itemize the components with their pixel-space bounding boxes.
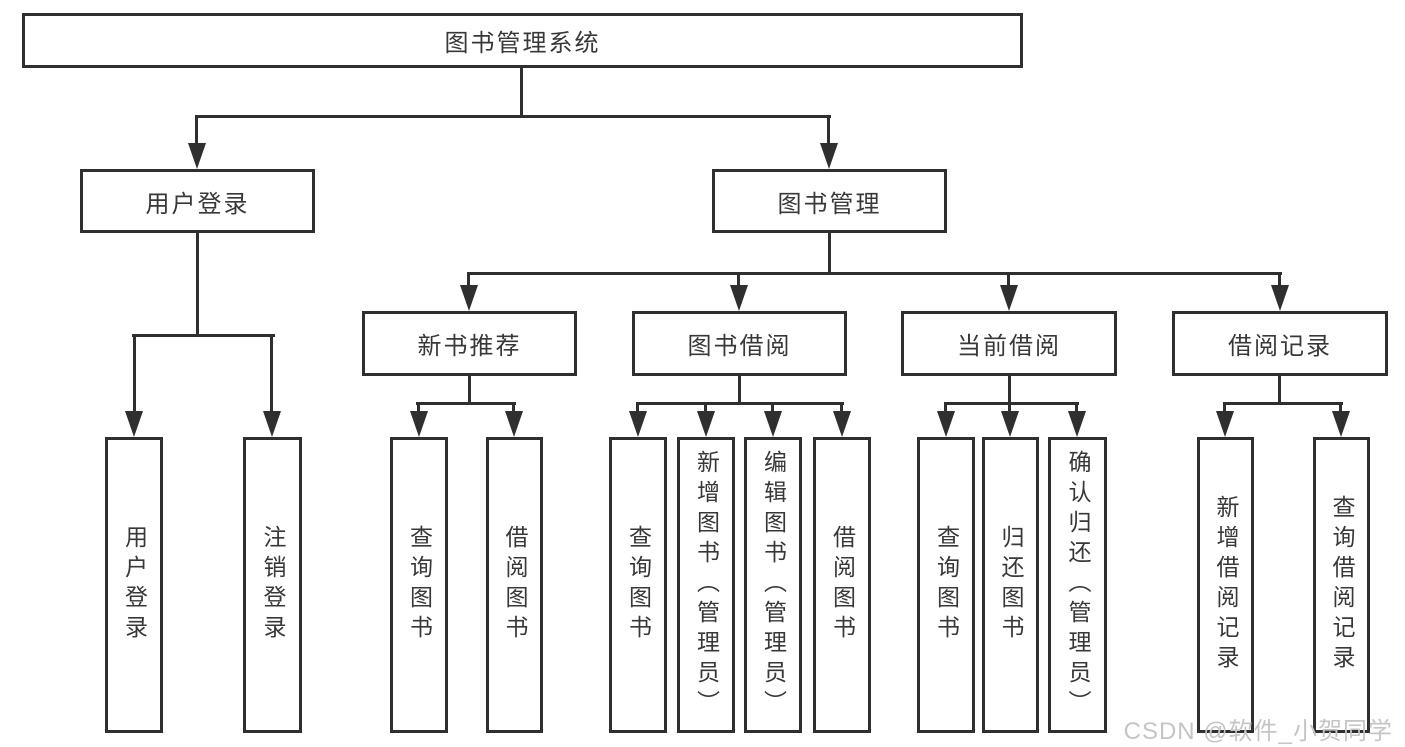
arrowhead [937,411,955,437]
connector-stem [704,402,707,414]
arrowhead [505,411,523,437]
node-leaf-current-query-label: 查询图书 [933,525,960,645]
connector-vline [738,376,741,404]
arrowhead [697,411,715,437]
arrowhead [820,143,838,169]
node-leaf-borrow-borrow: 借阅图书 [813,437,871,733]
arrowhead [764,411,782,437]
arrowhead [629,411,647,437]
node-leaf-borrow-borrow-label: 借阅图书 [829,525,856,645]
node-leaf-current-confirm: 确认归还（管理员） [1048,437,1107,733]
node-borrow-records: 借阅记录 [1172,311,1388,376]
node-root: 图书管理系统 [22,13,1023,68]
connector-stem [270,334,273,414]
arrowhead [410,411,428,437]
connector-stem [1008,402,1011,414]
connector-stem [417,402,420,414]
connector-stem [133,334,136,414]
node-leaf-current-query: 查询图书 [917,437,975,733]
node-leaf-record-add-label: 新增借阅记录 [1213,495,1239,675]
node-leaf-borrow-edit: 编辑图书（管理员） [744,437,802,733]
connector-stem [1278,272,1281,287]
connector-stem [1223,402,1226,414]
connector-hline [416,402,516,405]
node-leaf-newbook-borrow-label: 借阅图书 [502,525,528,645]
connector-vline [468,376,471,404]
node-leaf-logout: 注销登录 [243,437,302,733]
arrowhead [1216,411,1234,437]
arrowhead [1332,411,1350,437]
connector-stem [737,272,740,287]
connector-vline [196,233,199,336]
node-book-borrow-label: 图书借阅 [687,333,792,360]
node-new-book-recommend: 新书推荐 [362,311,577,376]
connector-stem [944,402,947,414]
watermark: CSDN @软件_小贺同学 [1123,718,1393,745]
arrowhead [1068,411,1086,437]
node-leaf-newbook-query: 查询图书 [390,437,448,733]
connector-stem [1007,272,1010,287]
arrowhead [833,411,851,437]
node-user-login: 用户登录 [80,169,315,233]
node-user-login-label: 用户登录 [145,190,250,218]
node-leaf-logout-label: 注销登录 [260,525,286,645]
node-current-borrow: 当前借阅 [901,311,1117,376]
connector-stem [636,402,639,414]
connector-vline [828,233,831,274]
arrowhead [1001,411,1019,437]
connector-hline [636,402,844,405]
connector-stem [195,115,198,145]
node-current-borrow-label: 当前借阅 [957,333,1061,360]
connector-stem [840,402,843,414]
connector-stem [1075,402,1078,414]
node-leaf-current-return: 归还图书 [982,437,1039,733]
node-leaf-borrow-edit-label: 编辑图书（管理员） [760,450,787,720]
node-leaf-newbook-query-label: 查询图书 [406,525,433,645]
node-leaf-newbook-borrow: 借阅图书 [486,437,543,733]
connector-hline [1223,402,1343,405]
connector-hline [132,334,275,337]
node-leaf-record-query: 查询借阅记录 [1313,437,1370,733]
node-new-book-recommend-label: 新书推荐 [417,333,522,360]
connector-vline [1278,376,1281,404]
node-borrow-records-label: 借阅记录 [1228,333,1332,360]
node-leaf-user-login: 用户登录 [105,437,163,733]
arrowhead [1000,285,1018,311]
arrowhead [1271,285,1289,311]
connector-stem [512,402,515,414]
node-book-borrow: 图书借阅 [632,311,847,376]
node-leaf-user-login-label: 用户登录 [121,525,148,645]
connector-stem [827,115,830,145]
connector-hline [944,402,1079,405]
node-book-management-label: 图书管理 [777,190,882,218]
node-leaf-current-return-label: 归还图书 [998,525,1024,645]
connector-hline [196,115,831,118]
arrowhead [460,285,478,311]
arrowhead [263,411,281,437]
node-leaf-current-confirm-label: 确认归还（管理员） [1065,450,1091,720]
connector-vline [520,68,523,116]
node-leaf-record-add: 新增借阅记录 [1197,437,1254,733]
node-leaf-borrow-query-label: 查询图书 [625,525,652,645]
connector-hline [467,272,1282,275]
node-leaf-borrow-add: 新增图书（管理员） [677,437,735,733]
connector-stem [1339,402,1342,414]
node-leaf-borrow-add-label: 新增图书（管理员） [693,450,720,720]
connector-stem [771,402,774,414]
node-leaf-borrow-query: 查询图书 [609,437,667,733]
arrowhead [188,143,206,169]
node-root-label: 图书管理系统 [444,30,601,57]
connector-vline [1008,376,1011,404]
connector-stem [467,272,470,287]
node-book-management: 图书管理 [712,169,947,233]
node-leaf-record-query-label: 查询借阅记录 [1329,495,1355,675]
arrowhead [730,285,748,311]
arrowhead [125,411,143,437]
